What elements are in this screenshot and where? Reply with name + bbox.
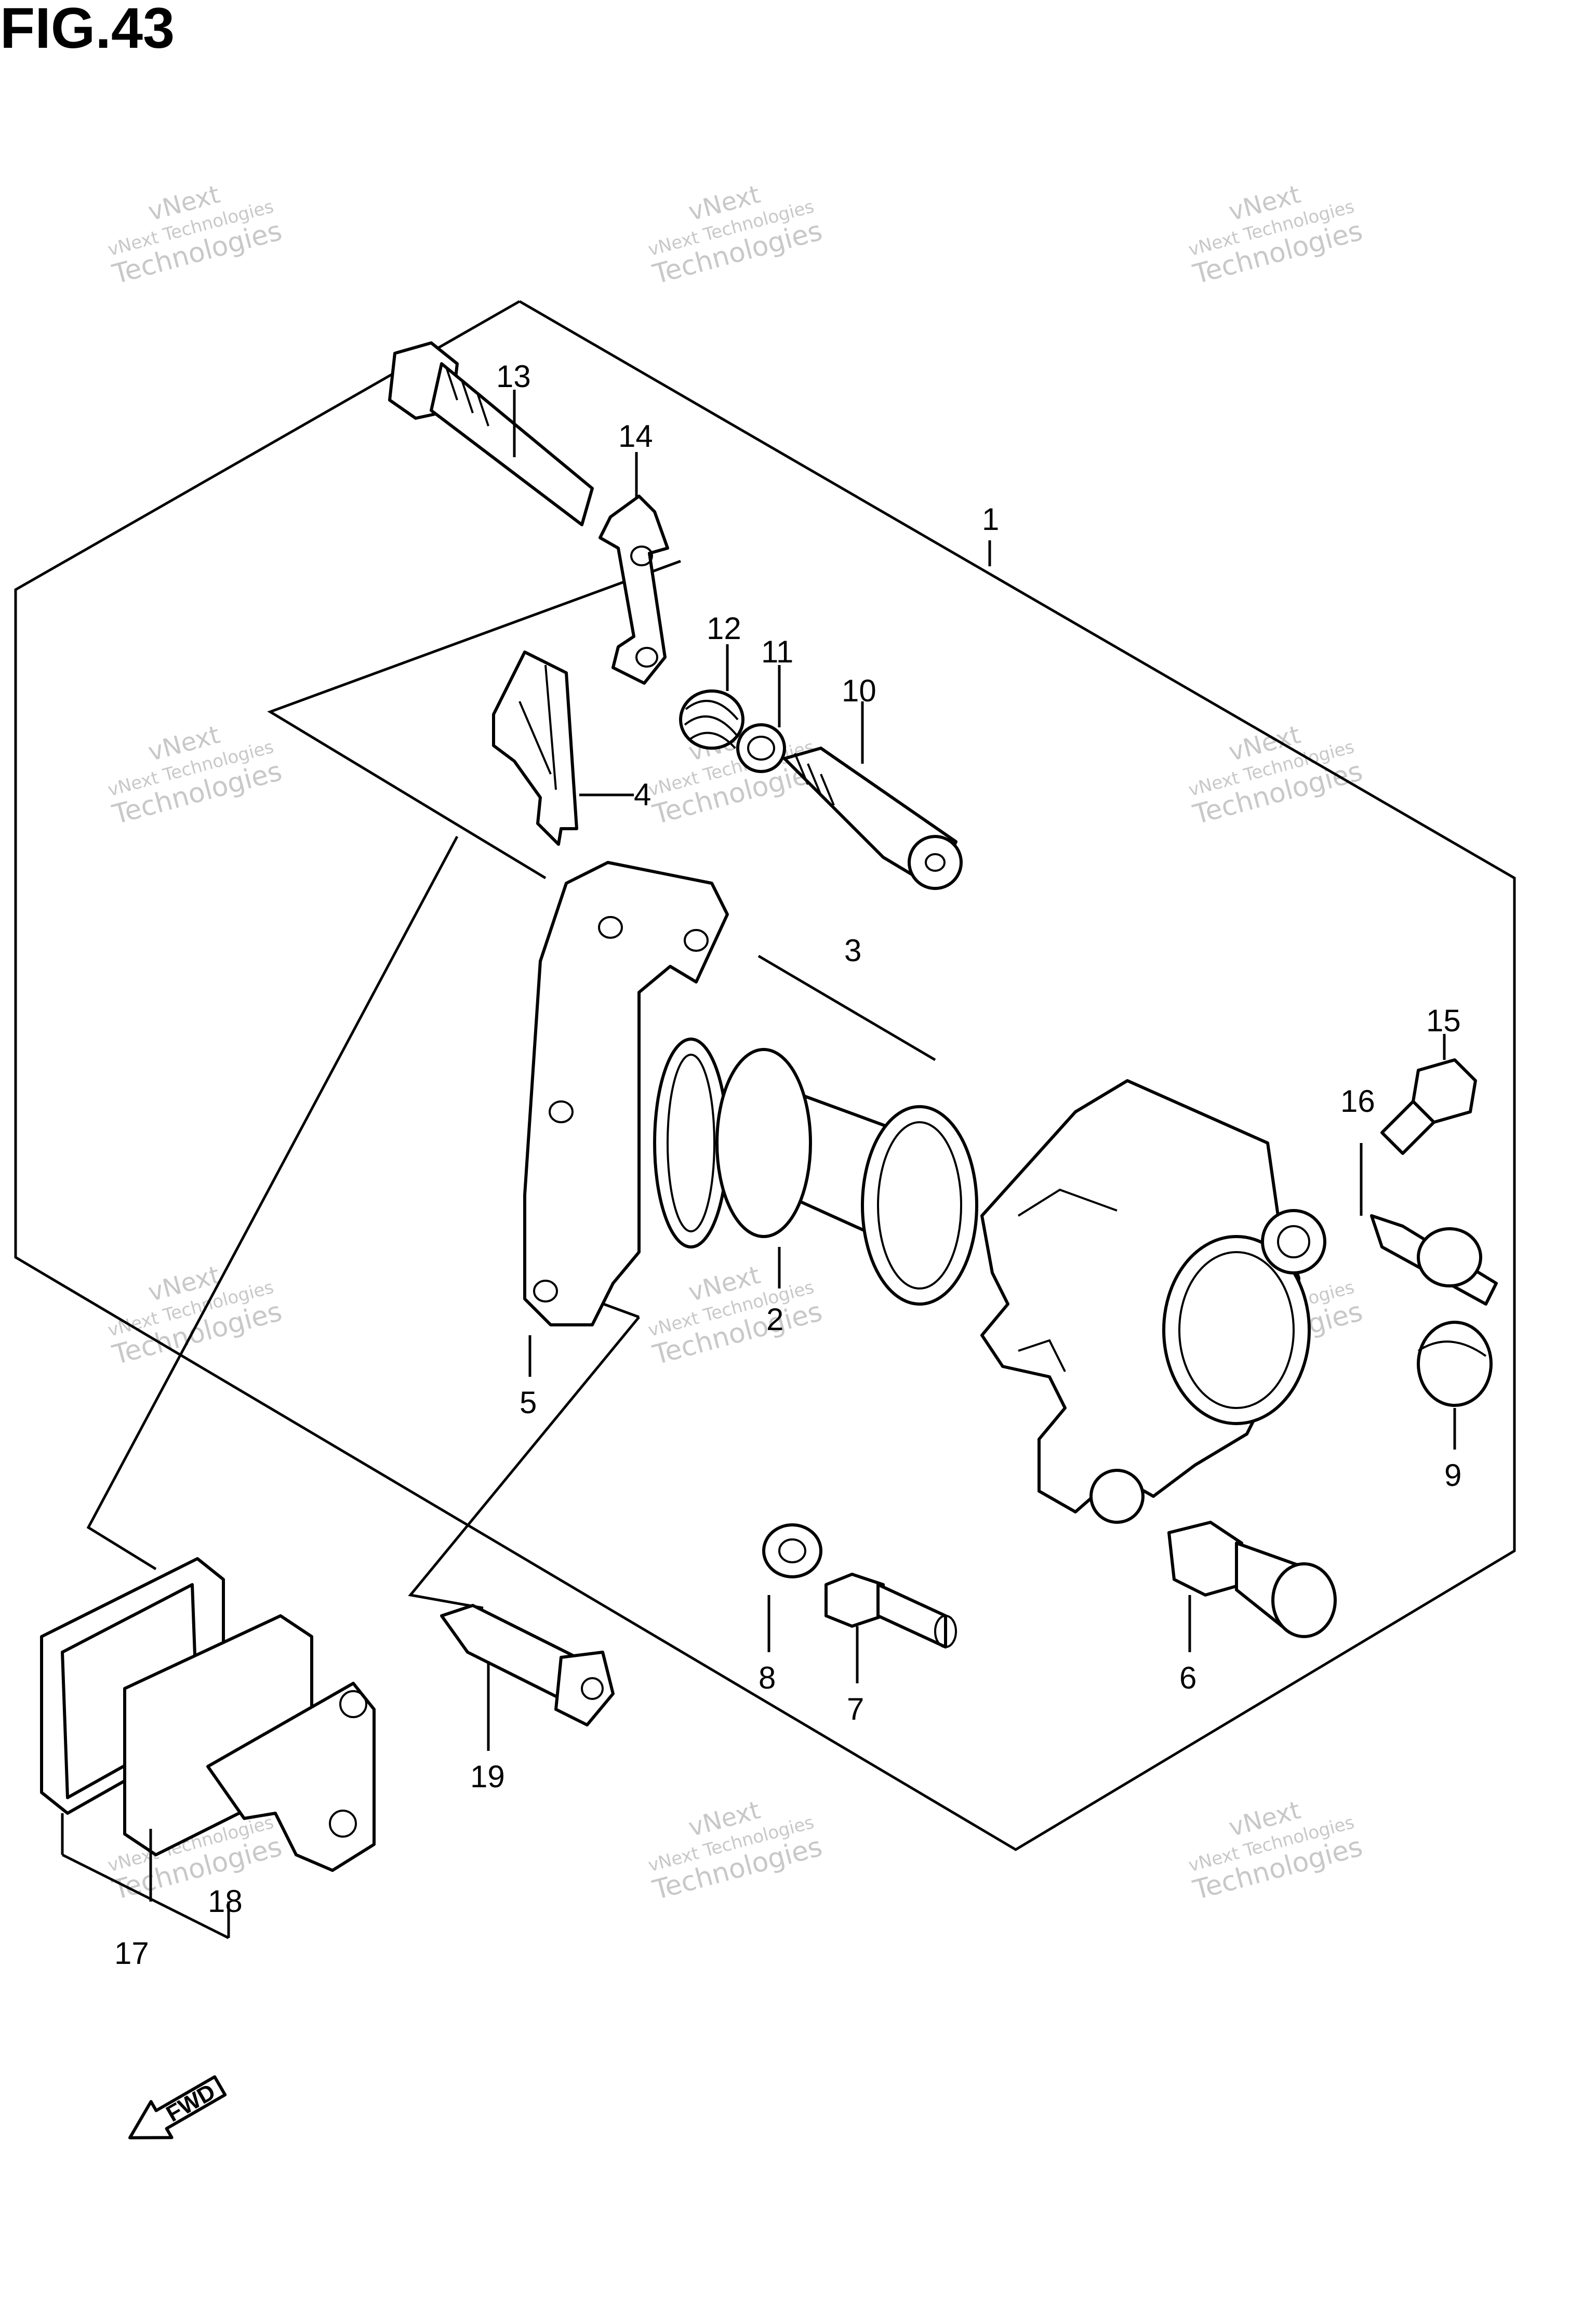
- lock-plate-part-14: [598, 495, 669, 685]
- bolt-part-6: [1167, 1521, 1337, 1638]
- callout-5: 5: [520, 1385, 537, 1420]
- spring-part-4: [492, 650, 578, 846]
- bolt-part-7: [824, 1573, 957, 1649]
- bracket-part-5: [523, 861, 729, 1326]
- callout-17: 17: [114, 1936, 149, 1971]
- callout-4: 4: [634, 777, 651, 812]
- pin-part-10: [783, 747, 963, 890]
- callout-18: 18: [208, 1884, 243, 1919]
- pad-part-18: [123, 1614, 376, 1872]
- callout-10: 10: [842, 673, 876, 708]
- bleeder-part-15: [1380, 1058, 1477, 1155]
- callout-6: 6: [1179, 1660, 1196, 1695]
- plug-part-9: [1417, 1321, 1493, 1407]
- boot-part-12: [679, 689, 744, 750]
- caliper-body: [980, 1079, 1326, 1524]
- callout-15: 15: [1426, 1003, 1461, 1038]
- callout-8: 8: [759, 1660, 776, 1695]
- ring-part-11: [736, 723, 786, 773]
- callout-19: 19: [470, 1759, 505, 1794]
- callout-2: 2: [766, 1302, 783, 1337]
- callout-13: 13: [496, 359, 531, 394]
- pad-group-outline: [86, 835, 459, 1571]
- cap-part-16: [1370, 1214, 1498, 1306]
- assembly-outline: [14, 300, 1516, 1851]
- piston-part-2: [715, 1048, 978, 1306]
- callout-7: 7: [847, 1692, 864, 1726]
- callout-16: 16: [1340, 1084, 1375, 1119]
- washer-part-8: [762, 1523, 822, 1578]
- callout-labels: 1 2 3 4 5 6 7 8 9 10 11 12 13 14 15 16 1…: [114, 359, 1461, 1971]
- callout-14: 14: [618, 419, 653, 454]
- callout-3: 3: [844, 933, 861, 968]
- figure-title: FIG.43: [0, 0, 175, 60]
- bolt-part-19: [440, 1604, 615, 1726]
- leader-lines: [61, 390, 1456, 1939]
- callout-11: 11: [761, 634, 793, 669]
- seal-part-3: [653, 1038, 729, 1248]
- bolt-part-13: [388, 341, 594, 526]
- callout-9: 9: [1444, 1458, 1461, 1493]
- fwd-arrow-icon: FWD: [128, 2075, 227, 2140]
- callout-12: 12: [707, 611, 741, 646]
- fwd-label: FWD: [162, 2079, 220, 2127]
- callout-1: 1: [982, 502, 999, 537]
